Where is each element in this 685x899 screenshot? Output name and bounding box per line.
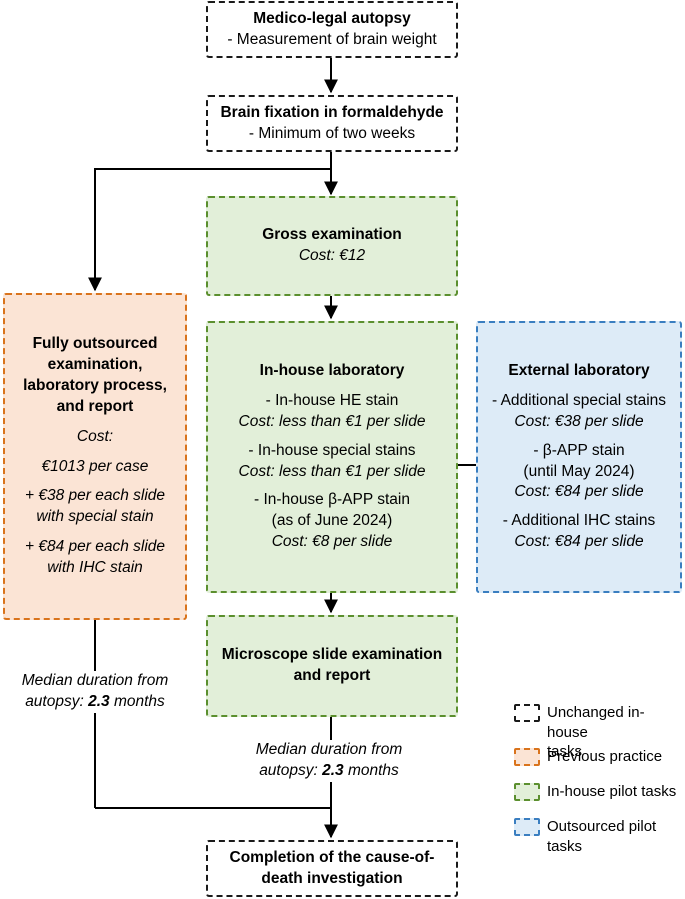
- completion-box: Completion of the cause-of- death invest…: [206, 840, 458, 897]
- completion-title-2: death investigation: [261, 869, 403, 887]
- microscope-title-2: and report: [293, 667, 371, 684]
- outsourced-ihc-1: + €84 per each slide: [24, 538, 166, 556]
- outsourced-special-2: with special stain: [36, 508, 154, 526]
- outsourced-title-1: Fully outsourced: [32, 334, 158, 352]
- median-right-suffix: months: [343, 761, 399, 779]
- gross-title: Gross examination: [262, 226, 402, 244]
- inhouse-app-date: (as of June 2024): [271, 512, 393, 530]
- fixation-box: Brain fixation in formaldehyde - Minimum…: [206, 95, 458, 152]
- legend-swatch-unchanged: [514, 704, 540, 722]
- external-ihc: - Additional IHC stains: [502, 512, 656, 530]
- gross-cost: Cost: €12: [298, 247, 366, 264]
- gross-examination-box: Gross examination Cost: €12: [206, 196, 458, 296]
- microscope-title-1: Microscope slide examination: [221, 646, 443, 664]
- legend-label-unchanged-1: Unchanged in-house: [547, 704, 645, 741]
- outsourced-ihc-2: with IHC stain: [47, 559, 143, 577]
- legend-item-outsourced-pilot: Outsourced pilot tasks: [514, 817, 685, 856]
- inhouse-special: - In-house special stains: [248, 441, 416, 459]
- median-duration-left: Median duration from autopsy: 2.3 months: [4, 671, 186, 713]
- median-right-line1: Median duration from: [255, 741, 403, 758]
- outsourced-title-2: examination,: [47, 355, 143, 373]
- outsourced-title-4: and report: [56, 397, 134, 415]
- completion-title-1: Completion of the cause-of-: [229, 848, 435, 866]
- inhouse-app-cost: Cost: €8 per slide: [271, 533, 393, 551]
- legend-label-outsourced-pilot: Outsourced pilot tasks: [547, 818, 657, 855]
- inhouse-app: - In-house β-APP stain: [254, 491, 410, 509]
- external-special-cost: Cost: €38 per slide: [514, 412, 644, 430]
- external-lab-box: External laboratory - Additional special…: [476, 321, 682, 593]
- inhouse-he-cost: Cost: less than €1 per slide: [238, 412, 426, 430]
- inhouse-special-cost: Cost: less than €1 per slide: [238, 462, 426, 480]
- median-left-prefix: autopsy:: [25, 692, 89, 710]
- legend-item-inhouse-pilot: In-house pilot tasks: [514, 782, 676, 802]
- autopsy-box: Medico-legal autopsy - Measurement of br…: [206, 1, 458, 58]
- outsourced-per-case: €1013 per case: [41, 457, 149, 475]
- external-lab-title: External laboratory: [508, 361, 650, 379]
- external-ihc-cost: Cost: €84 per slide: [514, 533, 644, 551]
- legend-item-previous: Previous practice: [514, 747, 662, 767]
- outsourced-title-3: laboratory process,: [23, 376, 167, 394]
- median-duration-right: Median duration from autopsy: 2.3 months: [238, 740, 420, 782]
- microscope-box: Microscope slide examination and report: [206, 615, 458, 717]
- external-special: - Additional special stains: [491, 391, 667, 409]
- legend-swatch-inhouse-pilot: [514, 783, 540, 801]
- median-right-value: 2.3: [322, 761, 344, 779]
- legend-swatch-outsourced-pilot: [514, 818, 540, 836]
- autopsy-detail: - Measurement of brain weight: [227, 30, 437, 48]
- external-app-cost: Cost: €84 per slide: [514, 483, 644, 501]
- legend-label-unchanged-2: tasks: [547, 743, 583, 760]
- outsourced-cost-label: Cost:: [76, 427, 114, 445]
- autopsy-title: Medico-legal autopsy: [253, 9, 411, 27]
- fixation-detail: - Minimum of two weeks: [248, 124, 416, 142]
- median-right-prefix: autopsy:: [259, 761, 323, 779]
- inhouse-he: - In-house HE stain: [265, 391, 399, 409]
- arrow-branch-to-outsourced: [88, 168, 331, 292]
- fixation-title: Brain fixation in formaldehyde: [220, 103, 444, 121]
- external-app: - β-APP stain: [533, 441, 625, 459]
- external-app-date: (until May 2024): [523, 462, 635, 480]
- outsourced-special-1: + €38 per each slide: [24, 487, 166, 505]
- legend-swatch-previous: [514, 748, 540, 766]
- legend-label-previous: Previous practice: [547, 748, 663, 765]
- legend-item-unchanged: Unchanged in-house tasks: [514, 703, 685, 762]
- median-left-value: 2.3: [88, 692, 110, 710]
- legend-label-inhouse-pilot: In-house pilot tasks: [547, 783, 677, 800]
- inhouse-lab-title: In-house laboratory: [259, 361, 405, 379]
- median-left-line1: Median duration from: [21, 672, 169, 689]
- inhouse-lab-box: In-house laboratory - In-house HE stain …: [206, 321, 458, 593]
- outsourced-box: Fully outsourced examination, laboratory…: [3, 293, 187, 620]
- median-left-suffix: months: [109, 692, 165, 710]
